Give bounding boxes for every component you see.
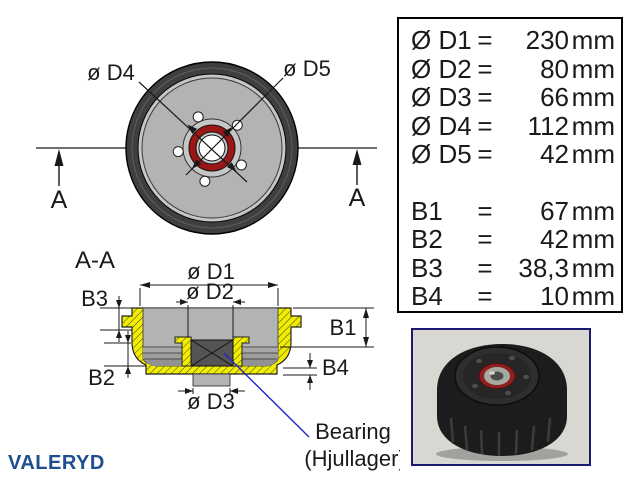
d2-label: ø D2	[186, 279, 234, 304]
section-title: A-A	[75, 247, 115, 274]
dim-unit: mm	[571, 195, 615, 226]
equals-sign: =	[477, 82, 493, 112]
b1-label: B1	[330, 315, 357, 340]
d1-label: ø D1	[187, 259, 235, 284]
dim-value: 38,3	[518, 252, 569, 283]
dimension-lines	[100, 282, 374, 394]
dim-value: 80	[540, 53, 569, 84]
equals-sign: =	[477, 195, 493, 226]
dim-value: 10	[540, 281, 569, 311]
dim-unit: mm	[571, 252, 615, 283]
dim-unit: mm	[571, 281, 615, 311]
dim-unit: mm	[571, 53, 615, 84]
dim-label: B4	[411, 281, 443, 311]
equals-sign: =	[477, 281, 493, 311]
dim-unit: mm	[571, 82, 615, 112]
dim-label: B3	[411, 252, 443, 283]
section-arrow-left	[54, 149, 64, 186]
equals-sign: =	[477, 252, 493, 283]
section-arrow-right	[352, 149, 362, 185]
section-label-right: A	[349, 184, 366, 212]
dim-label: Ø D5	[411, 139, 472, 169]
brake-drum-photo	[413, 330, 589, 464]
dim-label: B1	[411, 195, 443, 226]
equals-sign: =	[477, 110, 493, 141]
dim-value: 67	[540, 195, 569, 226]
photo-drum-ribs	[449, 417, 552, 456]
spindle-hole	[198, 134, 226, 162]
d5-label: ø D5	[283, 56, 331, 81]
bearing-block	[190, 339, 234, 367]
b2-label: B2	[88, 365, 115, 390]
front-view: ø D4 ø D5 A A	[36, 56, 377, 235]
dim-unit: mm	[571, 139, 615, 169]
bolt-holes	[172, 111, 247, 187]
equals-sign: =	[477, 139, 493, 169]
technical-drawing: ø D4 ø D5 A A A-A	[36, 56, 406, 471]
b4-label: B4	[322, 355, 349, 380]
d4-dimension	[138, 81, 248, 183]
equals-sign: =	[477, 224, 493, 254]
product-photo	[411, 328, 591, 466]
dim-label: Ø D3	[411, 82, 472, 112]
equals-sign: =	[477, 25, 493, 55]
section-view: A-A	[75, 247, 406, 471]
dim-unit: mm	[571, 110, 615, 141]
equals-sign: =	[477, 53, 493, 84]
valeryd-logo: VALERYD	[8, 452, 105, 474]
spindle-stub	[192, 373, 231, 387]
dim-label: Ø D4	[411, 110, 472, 141]
table-group-gap	[399, 169, 621, 197]
d4-label: ø D4	[87, 60, 135, 85]
dim-label: Ø D1	[411, 25, 472, 55]
dim-unit: mm	[571, 224, 615, 254]
dim-value: 42	[540, 139, 569, 169]
dim-value: 66	[540, 82, 569, 112]
bearing-label-en: Bearing	[315, 419, 391, 444]
dim-value: 230	[525, 25, 569, 55]
b3-label: B3	[81, 286, 108, 311]
dim-unit: mm	[571, 25, 615, 55]
bearing-leader-line	[223, 352, 310, 438]
section-label-left: A	[51, 186, 68, 214]
drum-rim-line	[131, 67, 293, 229]
photo-bolt-holes	[472, 355, 529, 396]
dim-label: Ø D2	[411, 53, 472, 84]
d3-label: ø D3	[187, 389, 235, 414]
d5-dimension	[185, 77, 284, 176]
dim-value: 112	[527, 110, 569, 141]
dim-value: 42	[540, 224, 569, 254]
bearing-label-sv: (Hjullager)	[304, 446, 400, 471]
photo-highlight	[489, 371, 495, 375]
dim-label: B2	[411, 224, 443, 254]
